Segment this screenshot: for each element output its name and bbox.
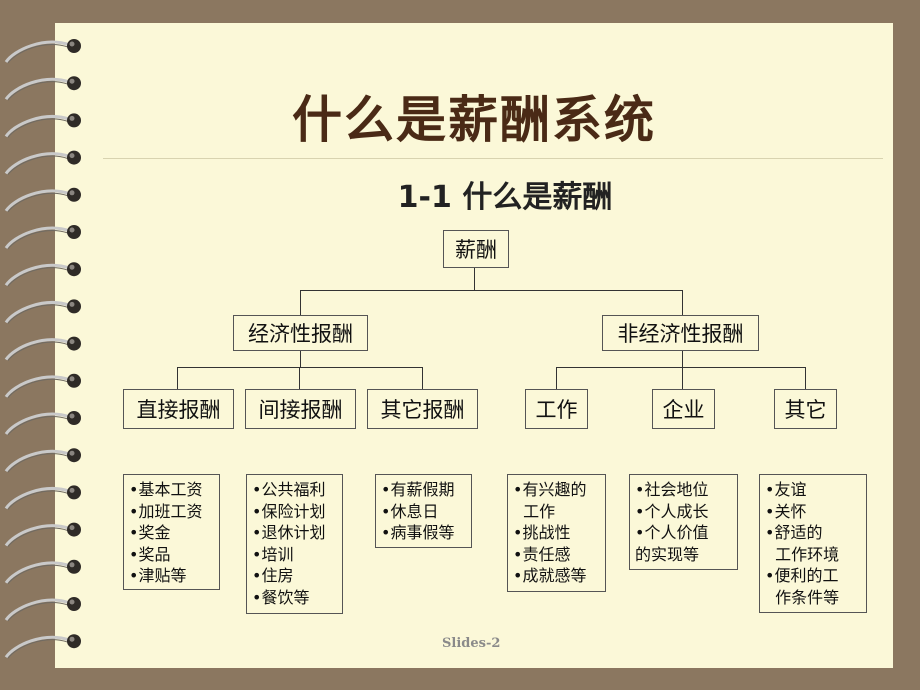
leaf-item: •关怀 [765, 501, 807, 521]
connector-line [805, 367, 806, 389]
binding-ring [4, 597, 81, 622]
leaf-other: •友谊 •关怀 •舒适的 工作环境 •便利的工 作条件等 [759, 474, 867, 613]
connector-line [300, 290, 683, 291]
node-root: 薪酬 [443, 230, 509, 268]
connector-line [299, 367, 300, 389]
binding-ring [4, 485, 81, 510]
connector-line [177, 367, 423, 368]
binding-ring [4, 187, 81, 213]
leaf-item: •津贴等 [129, 566, 187, 585]
binding-ring [4, 559, 81, 585]
binding-ring [4, 336, 81, 361]
connector-line [422, 367, 423, 389]
binding-ring [4, 299, 81, 324]
node-work: 工作 [525, 389, 588, 429]
connector-line [300, 290, 301, 315]
node-economic-reward: 经济性报酬 [233, 315, 368, 351]
binding-ring [4, 634, 81, 659]
node-other: 其它 [774, 389, 837, 429]
leaf-item: •病事假等 [381, 523, 455, 542]
leaf-item: •有兴趣的 [513, 480, 587, 499]
leaf-other-reward: •有薪假期 •休息日 •病事假等 [375, 474, 472, 548]
leaf-enterprise: •社会地位 •个人成长 •个人价值 的实现等 [629, 474, 738, 570]
connector-line [682, 367, 683, 389]
leaf-item: •餐饮等 [252, 587, 310, 607]
binding-ring [4, 373, 81, 399]
leaf-item: •基本工资 [129, 480, 203, 499]
binding-ring [4, 113, 81, 138]
connector-line [556, 367, 806, 368]
leaf-item: •社会地位 [635, 480, 709, 499]
connector-line [177, 367, 178, 389]
leaf-item: 的实现等 [635, 544, 700, 564]
leaf-item: •奖品 [129, 544, 171, 564]
binding-ring [4, 225, 81, 250]
leaf-item: •友谊 [765, 480, 807, 499]
leaf-item: •加班工资 [129, 501, 203, 521]
connector-line [474, 268, 475, 290]
node-direct-reward: 直接报酬 [123, 389, 234, 429]
leaf-item: •有薪假期 [381, 480, 455, 499]
binding-ring [4, 522, 81, 547]
binding-ring [4, 76, 81, 101]
leaf-item: •便利的工 [765, 566, 839, 585]
leaf-item: •舒适的 [765, 523, 823, 542]
leaf-item: •住房 [252, 566, 294, 585]
leaf-direct-reward: •基本工资 •加班工资 •奖金 •奖品 •津贴等 [123, 474, 220, 590]
leaf-item: •培训 [252, 544, 294, 564]
leaf-item: 工作环境 [765, 544, 840, 564]
binding-ring [4, 448, 81, 473]
connector-line [682, 290, 683, 315]
leaf-item: •个人成长 [635, 501, 709, 521]
leaf-item: •成就感等 [513, 566, 587, 585]
leaf-item: •公共福利 [252, 480, 326, 499]
slide-subtitle: 1-1 什么是薪酬 [397, 180, 613, 215]
leaf-item: 工作 [513, 501, 556, 521]
leaf-item: •责任感 [513, 544, 571, 564]
node-enterprise: 企业 [652, 389, 715, 429]
leaf-item: •个人价值 [635, 523, 709, 542]
binding-ring [4, 150, 81, 175]
slide-footer: Slides-2 [442, 636, 501, 651]
binding-ring [4, 411, 81, 436]
connector-line [556, 367, 557, 389]
spiral-binding [4, 39, 81, 659]
leaf-item: •保险计划 [252, 501, 326, 521]
leaf-item: 作条件等 [765, 587, 840, 607]
binding-ring [4, 39, 81, 64]
binding-ring [4, 262, 81, 287]
leaf-item: •休息日 [381, 501, 439, 521]
leaf-item: •挑战性 [513, 523, 571, 542]
leaf-item: •退休计划 [252, 523, 326, 542]
leaf-item: •奖金 [129, 523, 171, 542]
node-indirect-reward: 间接报酬 [245, 389, 356, 429]
leaf-indirect-reward: •公共福利 •保险计划 •退休计划 •培训 •住房 •餐饮等 [246, 474, 343, 614]
node-other-reward: 其它报酬 [367, 389, 478, 429]
title-divider [103, 158, 883, 159]
node-non-economic-reward: 非经济性报酬 [602, 315, 759, 351]
slide-title: 什么是薪酬系统 [292, 90, 656, 149]
connector-line [300, 351, 301, 367]
leaf-work: •有兴趣的 工作 •挑战性 •责任感 •成就感等 [507, 474, 606, 592]
connector-line [682, 351, 683, 367]
